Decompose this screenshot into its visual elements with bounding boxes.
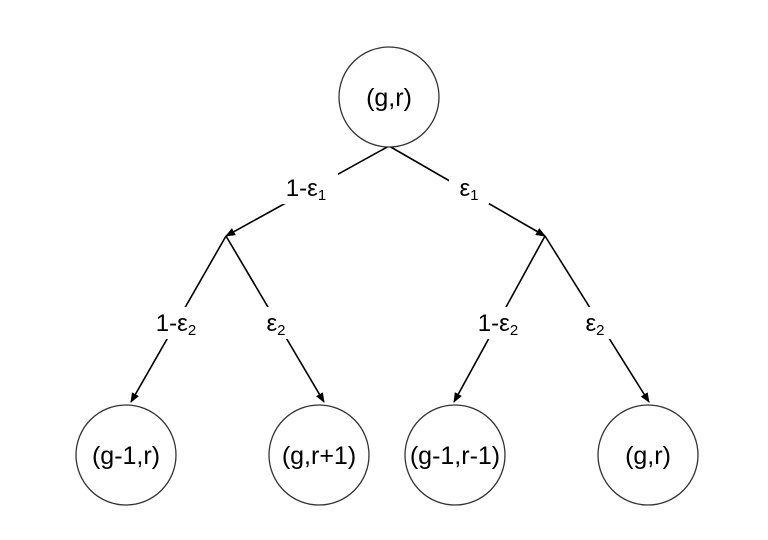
svg-text:(g,r): (g,r) bbox=[366, 84, 412, 112]
svg-text:ε2: ε2 bbox=[266, 310, 285, 339]
node-leaf-4: (g,r) bbox=[597, 404, 699, 506]
svg-text:(g-1,r): (g-1,r) bbox=[92, 442, 160, 470]
edge-label-right-right: ε2 bbox=[575, 307, 615, 339]
node-leaf-2: (g,r+1) bbox=[268, 404, 370, 506]
svg-text:1-ε2: 1-ε2 bbox=[156, 310, 196, 339]
node-root: (g,r) bbox=[338, 46, 440, 148]
svg-text:ε1: ε1 bbox=[459, 175, 478, 204]
edge-label-left-right: ε2 bbox=[256, 307, 296, 339]
svg-text:(g,r): (g,r) bbox=[625, 442, 671, 470]
node-leaf-1: (g-1,r) bbox=[75, 404, 177, 506]
edge-label-root-left: 1-ε1 bbox=[274, 172, 338, 204]
node-leaf-3: (g-1,r-1) bbox=[404, 404, 506, 506]
edge-label-left-left: 1-ε2 bbox=[144, 307, 208, 339]
edge-label-right-left: 1-ε2 bbox=[466, 307, 530, 339]
svg-text:(g-1,r-1): (g-1,r-1) bbox=[410, 442, 500, 470]
svg-text:1-ε1: 1-ε1 bbox=[286, 175, 326, 204]
svg-text:ε2: ε2 bbox=[585, 310, 604, 339]
edge-label-root-right: ε1 bbox=[449, 172, 489, 204]
svg-text:1-ε2: 1-ε2 bbox=[478, 310, 518, 339]
svg-text:(g,r+1): (g,r+1) bbox=[282, 442, 356, 470]
